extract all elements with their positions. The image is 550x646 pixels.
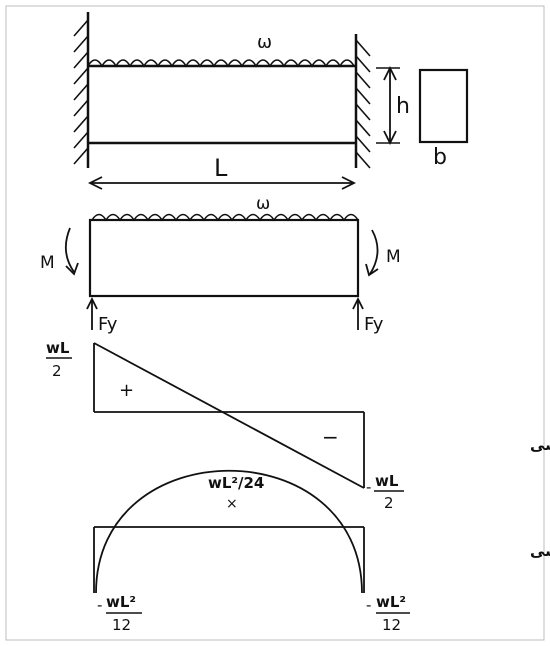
moment-curve <box>95 470 363 594</box>
free-body-beam <box>88 218 360 298</box>
length-label: L <box>214 154 228 182</box>
frame-border <box>5 5 545 641</box>
moment-left-numerator: wL² <box>106 593 136 611</box>
shear-min-denominator: 2 <box>384 494 394 512</box>
height-label: h <box>396 94 410 119</box>
moment-right-sign: - <box>366 596 371 614</box>
moment-left-denominator: 12 <box>112 616 131 634</box>
right-moment-arrow <box>369 229 379 275</box>
cross-section <box>418 68 469 144</box>
moment-diagram: × wL²/24 - wL² 12 - wL² 12 نمودار لنگر خ… <box>93 470 550 634</box>
shear-min-sign: - <box>366 478 371 496</box>
left-moment-arrow <box>64 227 75 273</box>
shear-line <box>93 342 365 489</box>
free-body-diagram: ω M M Fy Fy <box>40 194 401 335</box>
shear-negative-sign: − <box>322 425 339 449</box>
shear-positive-sign: + <box>119 380 134 401</box>
right-wall-hatch <box>355 39 371 169</box>
left-moment-label: M <box>40 253 55 273</box>
shear-max-denominator: 2 <box>52 362 62 380</box>
left-reaction-label: Fy <box>98 314 118 335</box>
right-moment-label: M <box>386 247 401 267</box>
free-body-load-label: ω <box>256 194 270 214</box>
width-label: b <box>433 145 447 170</box>
distributed-load <box>87 59 355 68</box>
left-wall-hatch <box>73 19 89 165</box>
shear-min-numerator: wL <box>375 472 399 490</box>
moment-left-sign: - <box>97 596 102 614</box>
moment-mid-label: wL²/24 <box>208 474 264 492</box>
moment-right-denominator: 12 <box>382 616 401 634</box>
fixed-beam: ω h b L <box>73 12 469 190</box>
moment-peak-marker: × <box>226 496 238 512</box>
free-body-distributed-load <box>91 213 359 222</box>
shear-diagram: + − wL 2 - wL 2 نمودار نیروی برشی <box>46 339 550 512</box>
shear-diagram-title: نمودار نیروی برشی <box>530 436 550 454</box>
moment-diagram-title: نمودار لنگر خمشی <box>530 542 550 560</box>
load-label: ω <box>257 32 272 53</box>
right-reaction-label: Fy <box>364 314 384 335</box>
moment-right-numerator: wL² <box>376 593 406 611</box>
shear-max-numerator: wL <box>46 339 70 357</box>
